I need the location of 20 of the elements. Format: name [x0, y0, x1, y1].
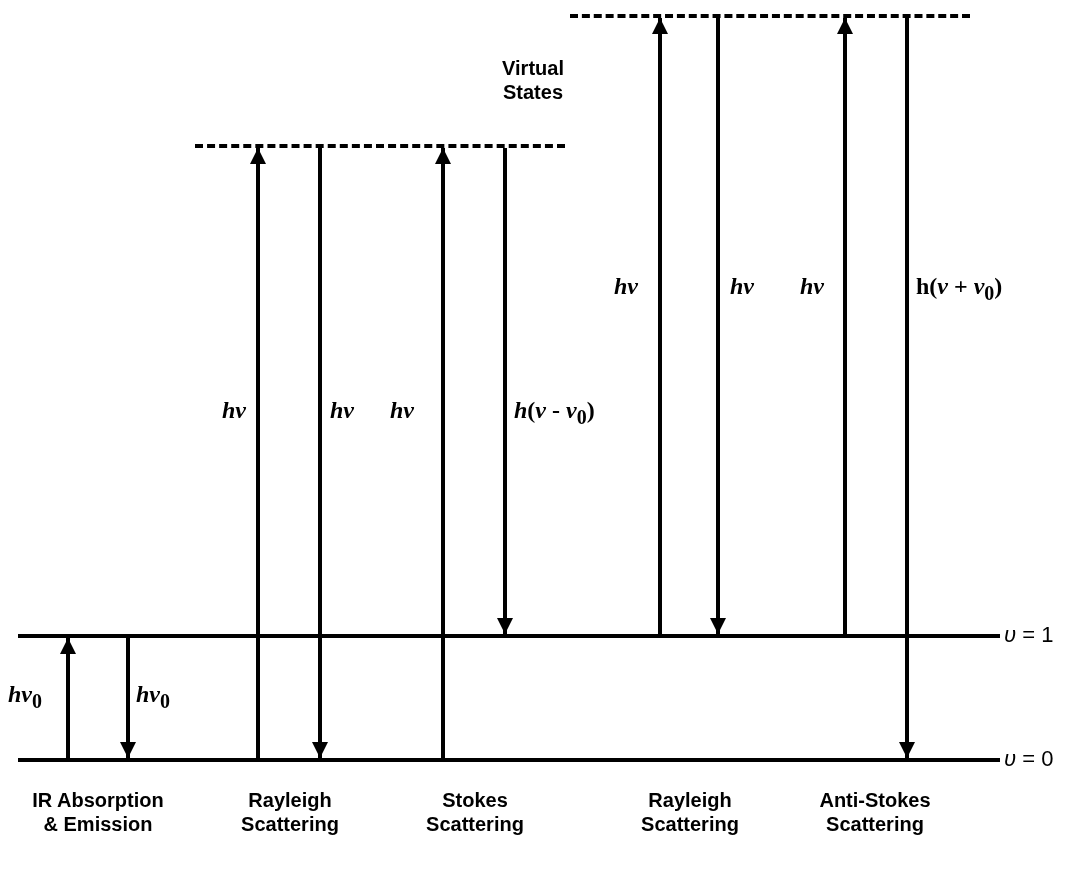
- arrow: [652, 18, 668, 634]
- process-label: IR Absorption & Emission: [31, 788, 165, 836]
- arrow: [250, 148, 266, 758]
- arrow: [312, 148, 328, 758]
- annotation-label: Virtual States: [501, 56, 565, 104]
- process-label: Rayleigh Scattering: [640, 788, 740, 836]
- arrow: [710, 18, 726, 634]
- arrow: [435, 148, 451, 758]
- arrow: [497, 148, 513, 634]
- arrow: [837, 18, 853, 634]
- arrow: [60, 638, 76, 758]
- process-label: Rayleigh Scattering: [240, 788, 340, 836]
- process-label: Anti-Stokes Scattering: [818, 788, 932, 836]
- virtual-state-line: [195, 144, 565, 148]
- arrow: [120, 638, 136, 758]
- level-label: υ = 0: [1004, 746, 1054, 772]
- level-label: υ = 1: [1004, 622, 1054, 648]
- virtual-state-line: [570, 14, 970, 18]
- process-label: Stokes Scattering: [425, 788, 525, 836]
- arrow: [899, 18, 915, 758]
